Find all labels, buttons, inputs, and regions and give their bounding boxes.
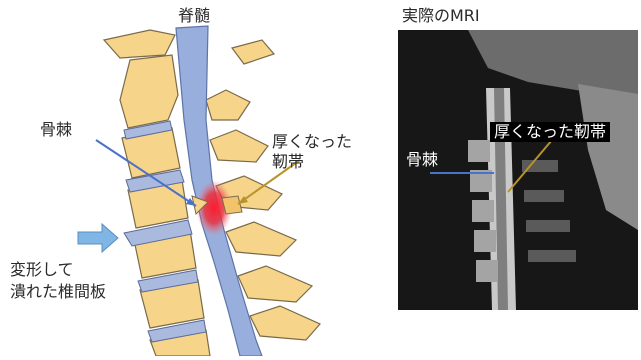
spinal-cord-label: 脊髄 [178,6,210,26]
deformed-disc-label-line2: 潰れた椎間板 [10,282,106,302]
lamina-c2 [206,90,250,120]
mri-scan-graphic [398,30,638,310]
bone-spur-label: 骨棘 [40,120,72,140]
deformed-disc-label-line1: 変形して [10,260,74,280]
lamina-c3 [210,130,268,162]
pressure-arrow-icon [78,224,118,252]
mri-title: 実際のMRI [402,6,480,26]
vertebra-c2 [120,55,178,128]
lamina-c7 [250,306,320,340]
mri-thickened-ligament-label: 厚くなった靭帯 [490,122,610,142]
mri-image: 骨棘 厚くなった靭帯 [398,30,638,310]
thickened-ligament [222,196,242,214]
lamina-c5 [226,222,296,256]
thickened-ligament-label-line2: 靭帯 [272,152,304,172]
thickened-ligament-label-line1: 厚くなった [272,132,352,152]
vertebra-c1 [104,30,175,58]
mri-bone-spur-label: 骨棘 [406,152,438,168]
lamina-c6 [238,266,312,302]
spinous-process-c2 [232,40,274,64]
